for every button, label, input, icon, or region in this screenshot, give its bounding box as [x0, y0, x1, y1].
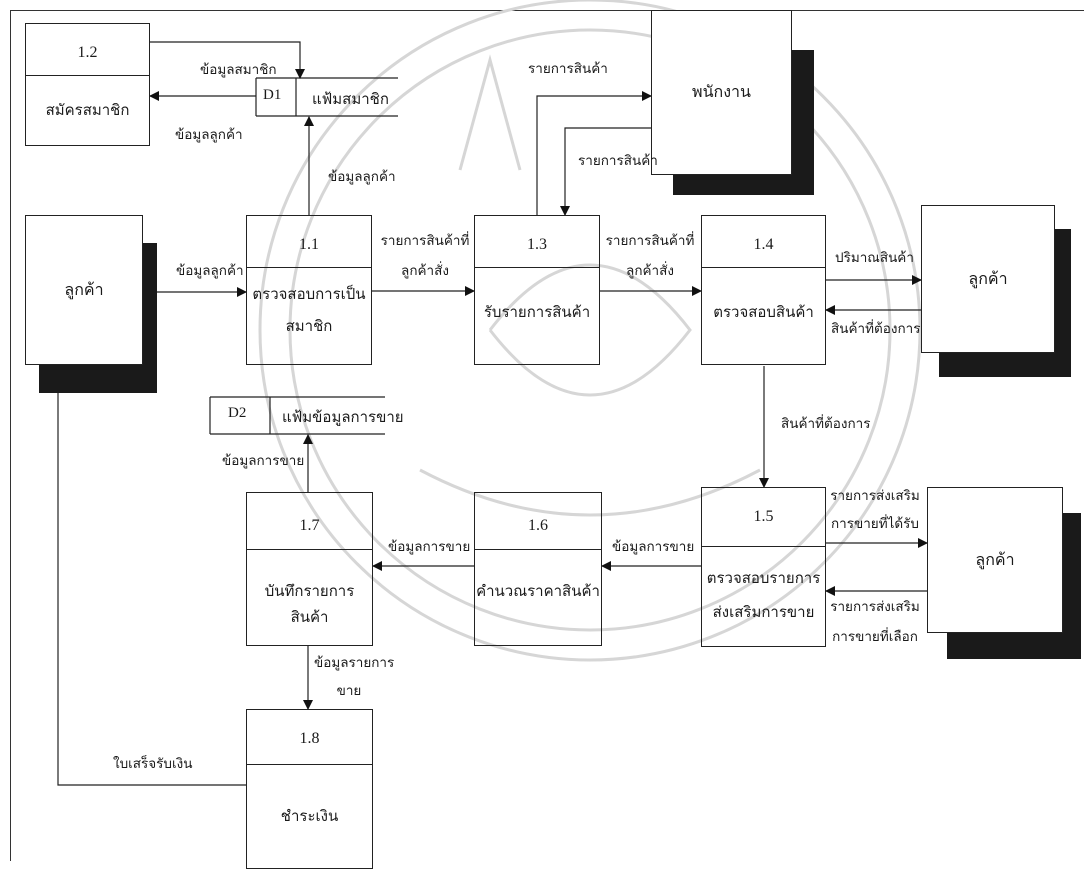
- flow-label-wanted-product-down: สินค้าที่ต้องการ: [781, 415, 870, 433]
- flow-label-wanted-product-in: สินค้าที่ต้องการ: [831, 320, 920, 338]
- flow-label-ordered-b-1: รายการสินค้าที่: [605, 228, 695, 254]
- flow-label-sales-item-2: ขาย: [314, 678, 384, 704]
- flow-label-sales-item-1: ข้อมูลรายการ: [314, 650, 384, 676]
- entity-customer-right-top: ลูกค้า: [921, 205, 1071, 377]
- flow-label-receipt: ใบเสร็จรับเงิน: [113, 755, 192, 773]
- flow-label-customer-data-up: ข้อมูลลูกค้า: [328, 168, 396, 186]
- process-1-2: 1.2 สมัครสมาชิก: [25, 23, 150, 146]
- flow-label-ordered-a-1: รายการสินค้าที่: [380, 228, 470, 254]
- entity-customer-right-bottom-label: ลูกค้า: [927, 487, 1063, 633]
- flow-label-product-qty: ปริมาณสินค้า: [835, 249, 914, 267]
- process-1-7: 1.7 บันทึกรายการสินค้า: [246, 492, 373, 646]
- flow-label-product-list-down: รายการสินค้า: [578, 152, 658, 170]
- process-1-8-id: 1.8: [247, 730, 372, 748]
- d2-id: D2: [228, 405, 246, 422]
- entity-customer-left-label: ลูกค้า: [25, 215, 143, 365]
- flow-label-sales-15-16: ข้อมูลการขาย: [612, 538, 694, 556]
- process-1-3-name: รับรายการสินค้า: [475, 300, 599, 326]
- flow-label-promo-selected-1: รายการส่งเสริม: [829, 594, 921, 620]
- flow-label-customer-data-in: ข้อมูลลูกค้า: [176, 262, 244, 280]
- process-1-4-name: ตรวจสอบสินค้า: [702, 300, 825, 326]
- process-1-1: 1.1 ตรวจสอบการเป็น สมาชิก: [246, 215, 372, 365]
- flow-label-ordered-a-2: ลูกค้าสั่ง: [380, 258, 470, 284]
- flow-label-promo-selected-2: การขายที่เลือก: [829, 624, 921, 650]
- flow-label-product-list-up: รายการสินค้า: [528, 60, 608, 78]
- process-1-5-name-line1: ตรวจสอบรายการ: [702, 566, 825, 592]
- flow-label-sales-to-d2: ข้อมูลการขาย: [222, 452, 304, 470]
- process-1-2-id: 1.2: [26, 44, 149, 62]
- process-1-8: 1.8 ชำระเงิน: [246, 709, 373, 869]
- process-1-7-name: บันทึกรายการสินค้า: [247, 579, 372, 631]
- d2-name: แฟ้มข้อมูลการขาย: [282, 405, 404, 429]
- process-1-6-id: 1.6: [475, 517, 601, 535]
- entity-customer-right-top-label: ลูกค้า: [921, 205, 1055, 353]
- process-1-3: 1.3 รับรายการสินค้า: [474, 215, 600, 365]
- flow-18-to-customer: [58, 383, 246, 785]
- flow-label-sales-16-17: ข้อมูลการขาย: [388, 538, 470, 556]
- process-1-4: 1.4 ตรวจสอบสินค้า: [701, 215, 826, 365]
- process-1-1-name-line1: ตรวจสอบการเป็น: [247, 282, 371, 308]
- flow-label-customer-data-12: ข้อมูลลูกค้า: [175, 126, 243, 144]
- process-1-3-id: 1.3: [475, 236, 599, 254]
- process-1-4-id: 1.4: [702, 236, 825, 254]
- flow-label-promo-received-2: การขายที่ได้รับ: [829, 511, 921, 537]
- entity-customer-left: ลูกค้า: [25, 215, 157, 393]
- flow-staff-to-13: [565, 128, 651, 215]
- entity-staff-label: พนักงาน: [651, 10, 792, 175]
- flow-label-member-data: ข้อมูลสมาชิก: [200, 61, 277, 79]
- flow-label-promo-received-1: รายการส่งเสริม: [829, 483, 921, 509]
- d1-id: D1: [263, 87, 281, 104]
- process-1-1-id: 1.1: [247, 236, 371, 254]
- process-1-6-name: คำนวณราคาสินค้า: [475, 579, 601, 605]
- process-1-7-id: 1.7: [247, 517, 372, 535]
- process-1-1-name-line2: สมาชิก: [247, 314, 371, 340]
- process-1-6: 1.6 คำนวณราคาสินค้า: [474, 492, 602, 646]
- flow-label-ordered-b-2: ลูกค้าสั่ง: [605, 258, 695, 284]
- process-1-2-name: สมัครสมาชิก: [26, 98, 149, 124]
- process-1-8-name: ชำระเงิน: [247, 804, 372, 830]
- process-1-5: 1.5 ตรวจสอบรายการ ส่งเสริมการขาย: [701, 487, 826, 647]
- process-1-5-name-line2: ส่งเสริมการขาย: [702, 600, 825, 626]
- entity-customer-right-bottom: ลูกค้า: [927, 487, 1081, 659]
- process-1-5-id: 1.5: [702, 508, 825, 526]
- entity-staff: พนักงาน: [651, 10, 814, 195]
- d1-name: แฟ้มสมาชิก: [312, 87, 389, 111]
